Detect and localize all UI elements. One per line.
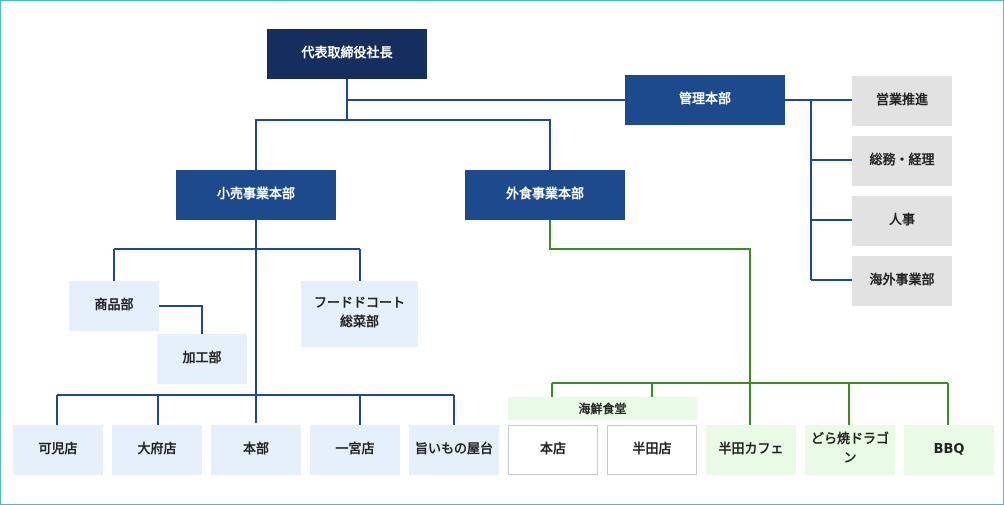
store-ichinomiya: 一宮店 bbox=[310, 425, 400, 475]
retail-hq-box: 小売事業本部 bbox=[176, 170, 336, 220]
hr-box: 人事 bbox=[852, 196, 952, 246]
foodcourt-box: フードドコート 総菜部 bbox=[301, 281, 418, 347]
ceo-box: 代表取締役社長 bbox=[267, 29, 427, 79]
store-kani: 可児店 bbox=[13, 425, 103, 475]
overseas-box: 海外事業部 bbox=[852, 256, 952, 306]
retail-connector bbox=[113, 220, 361, 423]
mgmt-connector bbox=[785, 99, 852, 281]
sales-promo-box: 営業推進 bbox=[852, 76, 952, 126]
general-affairs-box: 総務・経理 bbox=[852, 136, 952, 186]
foodcourt-line1: フードドコート bbox=[313, 296, 405, 312]
store-handa-cafe: 半田カフェ bbox=[706, 425, 796, 475]
store-handa: 半田店 bbox=[607, 425, 697, 475]
mgmt-box: 管理本部 bbox=[625, 75, 785, 125]
kaisen-label: 海鮮食堂 bbox=[508, 397, 697, 420]
store-bbq: BBQ bbox=[904, 425, 994, 475]
merch-connector bbox=[159, 305, 203, 334]
food-connector bbox=[549, 220, 751, 425]
ceo-connector bbox=[346, 79, 625, 101]
processing-box: 加工部 bbox=[157, 334, 247, 384]
store-umaimono: 旨いもの屋台 bbox=[409, 425, 499, 475]
hq-split-connector bbox=[255, 100, 551, 170]
food-hq-box: 外食事業本部 bbox=[465, 170, 625, 220]
food-store-connector bbox=[551, 382, 949, 425]
store-honten: 本店 bbox=[508, 425, 598, 475]
store-connector bbox=[56, 394, 455, 425]
merch-box: 商品部 bbox=[69, 281, 159, 331]
foodcourt-line2: 総菜部 bbox=[339, 315, 379, 330]
store-dorayaki: どら焼ドラゴン bbox=[805, 425, 895, 475]
store-obu: 大府店 bbox=[112, 425, 202, 475]
store-honbu: 本部 bbox=[211, 425, 301, 475]
